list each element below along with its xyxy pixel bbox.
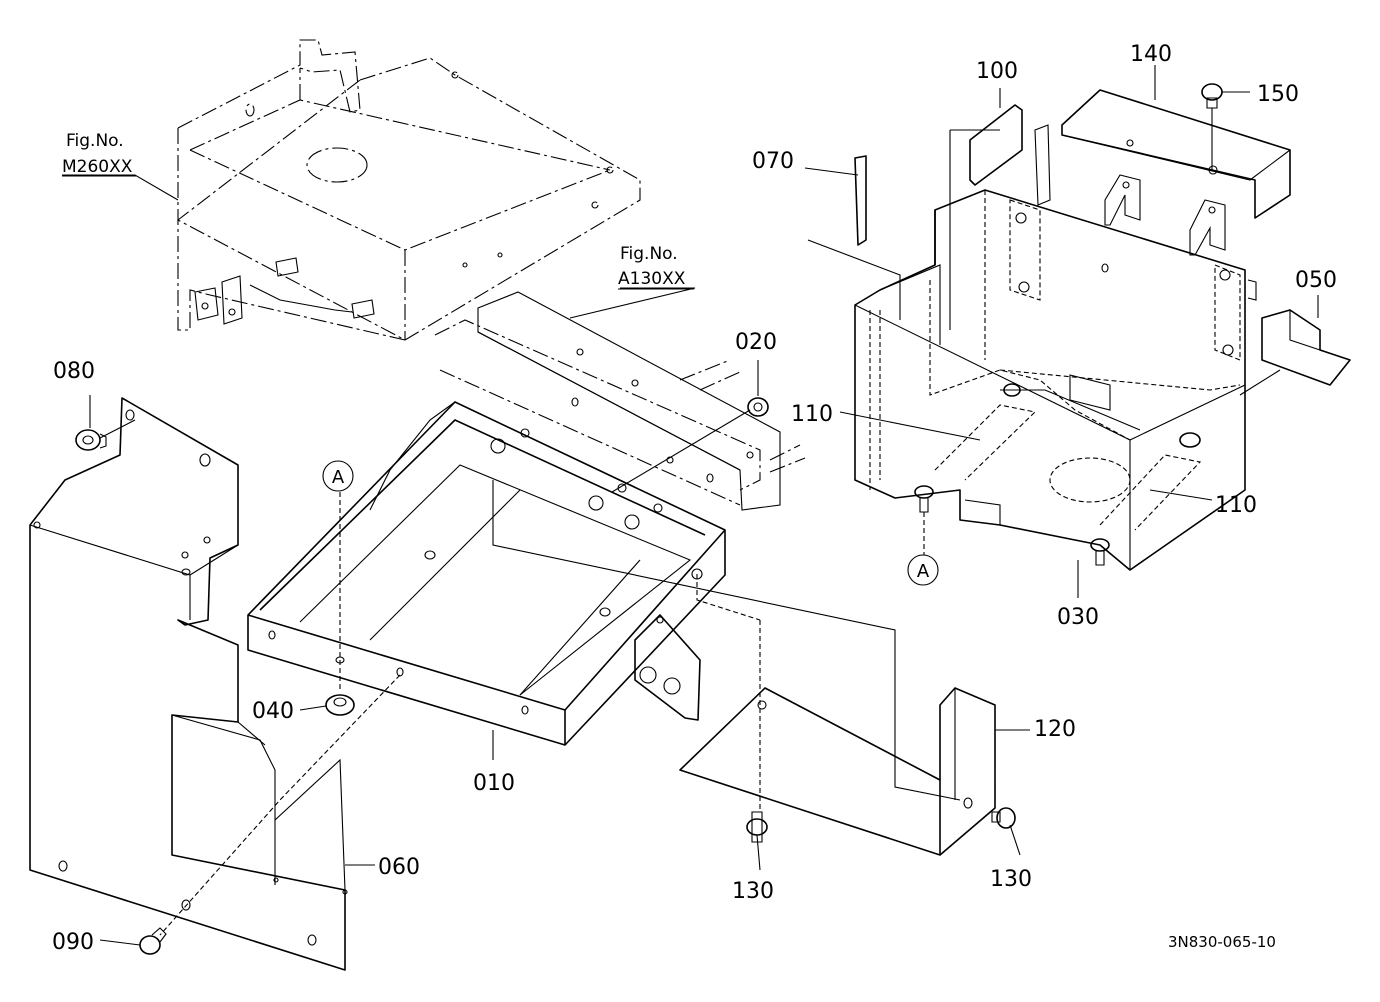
reference-assembly-m260 [176, 39, 641, 341]
callout-110-lower: 110 [1215, 493, 1257, 518]
fig-ref-a130-caption: Fig.No. [620, 244, 678, 264]
part-060-cover [29, 397, 348, 971]
assembly-lines [159, 108, 1281, 936]
reference-assembly-a130 [434, 291, 806, 511]
marker-a-right-text: A [917, 561, 930, 582]
callout-080: 080 [53, 359, 95, 384]
part-080-nut [75, 429, 107, 451]
callout-050: 050 [1295, 268, 1337, 293]
part-090-bolt [139, 927, 167, 955]
part-050-bracket [1261, 309, 1351, 386]
callout-060: 060 [378, 855, 420, 880]
callout-090: 090 [52, 930, 94, 955]
part-140-cover [1034, 89, 1291, 256]
callout-130-right: 130 [990, 867, 1032, 892]
part-120-bracket [679, 687, 996, 856]
part-070-strap [854, 155, 867, 246]
part-010-tray [247, 401, 726, 746]
callout-030: 030 [1057, 605, 1099, 630]
callout-140: 140 [1130, 42, 1172, 67]
callout-020: 020 [735, 330, 777, 355]
fig-ref-m260-caption: Fig.No. [66, 131, 124, 151]
callout-110-upper: 110 [791, 402, 833, 427]
part-040-nut [325, 694, 355, 716]
drawing-code: 3N830-065-10 [1168, 933, 1276, 951]
marker-a-right: A [907, 554, 939, 586]
part-100-pad [969, 104, 1023, 186]
marker-a-left: A [322, 460, 354, 492]
callout-010: 010 [473, 771, 515, 796]
callout-070: 070 [752, 149, 794, 174]
part-020-nut [747, 397, 769, 417]
callout-040: 040 [252, 699, 294, 724]
fig-ref-a130-number[interactable]: A130XX [618, 269, 686, 289]
part-150-bolt [1201, 83, 1223, 109]
callout-120: 120 [1034, 717, 1076, 742]
callout-leaders [62, 65, 1319, 946]
part-030-box [854, 189, 1257, 571]
marker-a-left-text: A [332, 467, 345, 488]
callout-100: 100 [976, 59, 1018, 84]
fig-ref-m260-number[interactable]: M260XX [62, 157, 133, 177]
callout-130-left: 130 [732, 879, 774, 904]
callout-150: 150 [1257, 82, 1299, 107]
part-130-bolt-right [991, 807, 1016, 829]
